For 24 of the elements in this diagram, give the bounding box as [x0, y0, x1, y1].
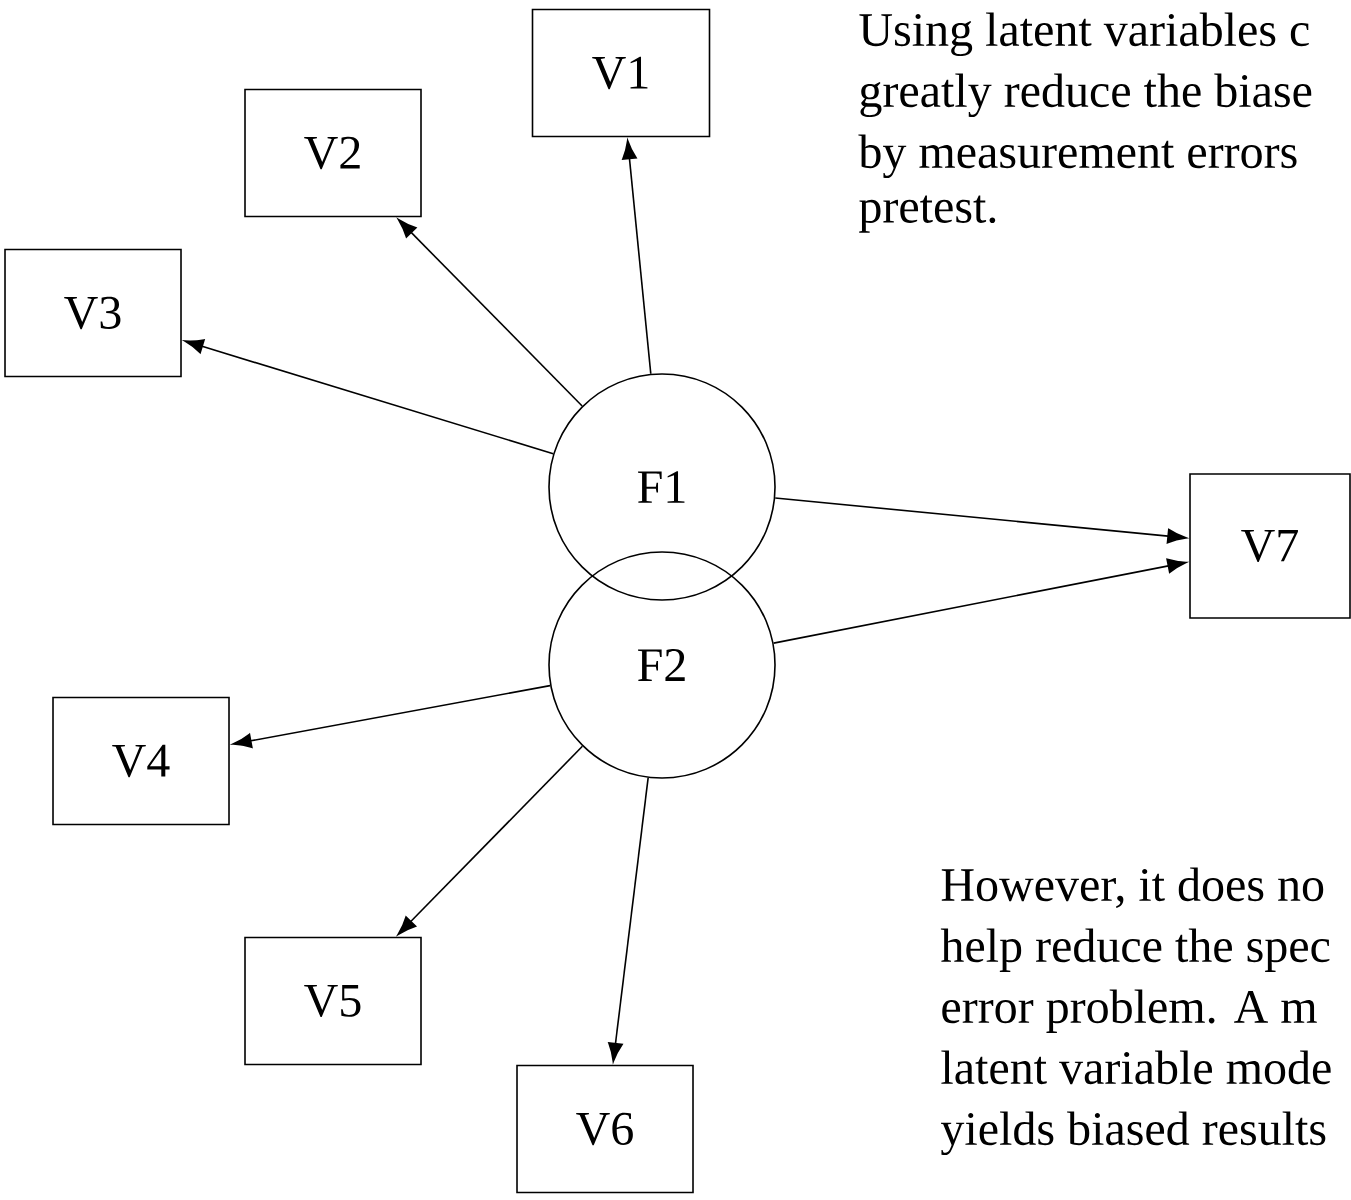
- variable-box: V4: [52, 696, 230, 826]
- arrow: [397, 218, 583, 407]
- variable-box: V6: [516, 1064, 694, 1194]
- note-text: latent variable mode: [941, 1050, 1331, 1085]
- variable-box: V3: [4, 248, 182, 378]
- arrow: [622, 139, 652, 375]
- arrow: [774, 497, 1187, 544]
- note-text: greatly reduce the biase: [860, 73, 1312, 118]
- arrow: [608, 777, 649, 1063]
- note-text: help reduce the spec: [940, 928, 1330, 972]
- arrow: [397, 745, 584, 936]
- variable-box: V7: [1189, 473, 1351, 619]
- note-text: yields biased results: [941, 1111, 1326, 1156]
- variable-box: V1: [531, 8, 711, 138]
- arrow: [772, 558, 1187, 644]
- note-text: by measurement errors: [858, 134, 1297, 179]
- note-text: Using latent variables c: [859, 12, 1309, 57]
- variable-box: V2: [244, 88, 422, 218]
- note-text: However, it does no: [941, 867, 1324, 909]
- arrow: [184, 339, 554, 455]
- variable-box: V5: [244, 936, 422, 1066]
- arrow: [232, 684, 551, 749]
- note-text: pretest.: [859, 195, 996, 233]
- note-text: error problem. A m: [942, 989, 1317, 1033]
